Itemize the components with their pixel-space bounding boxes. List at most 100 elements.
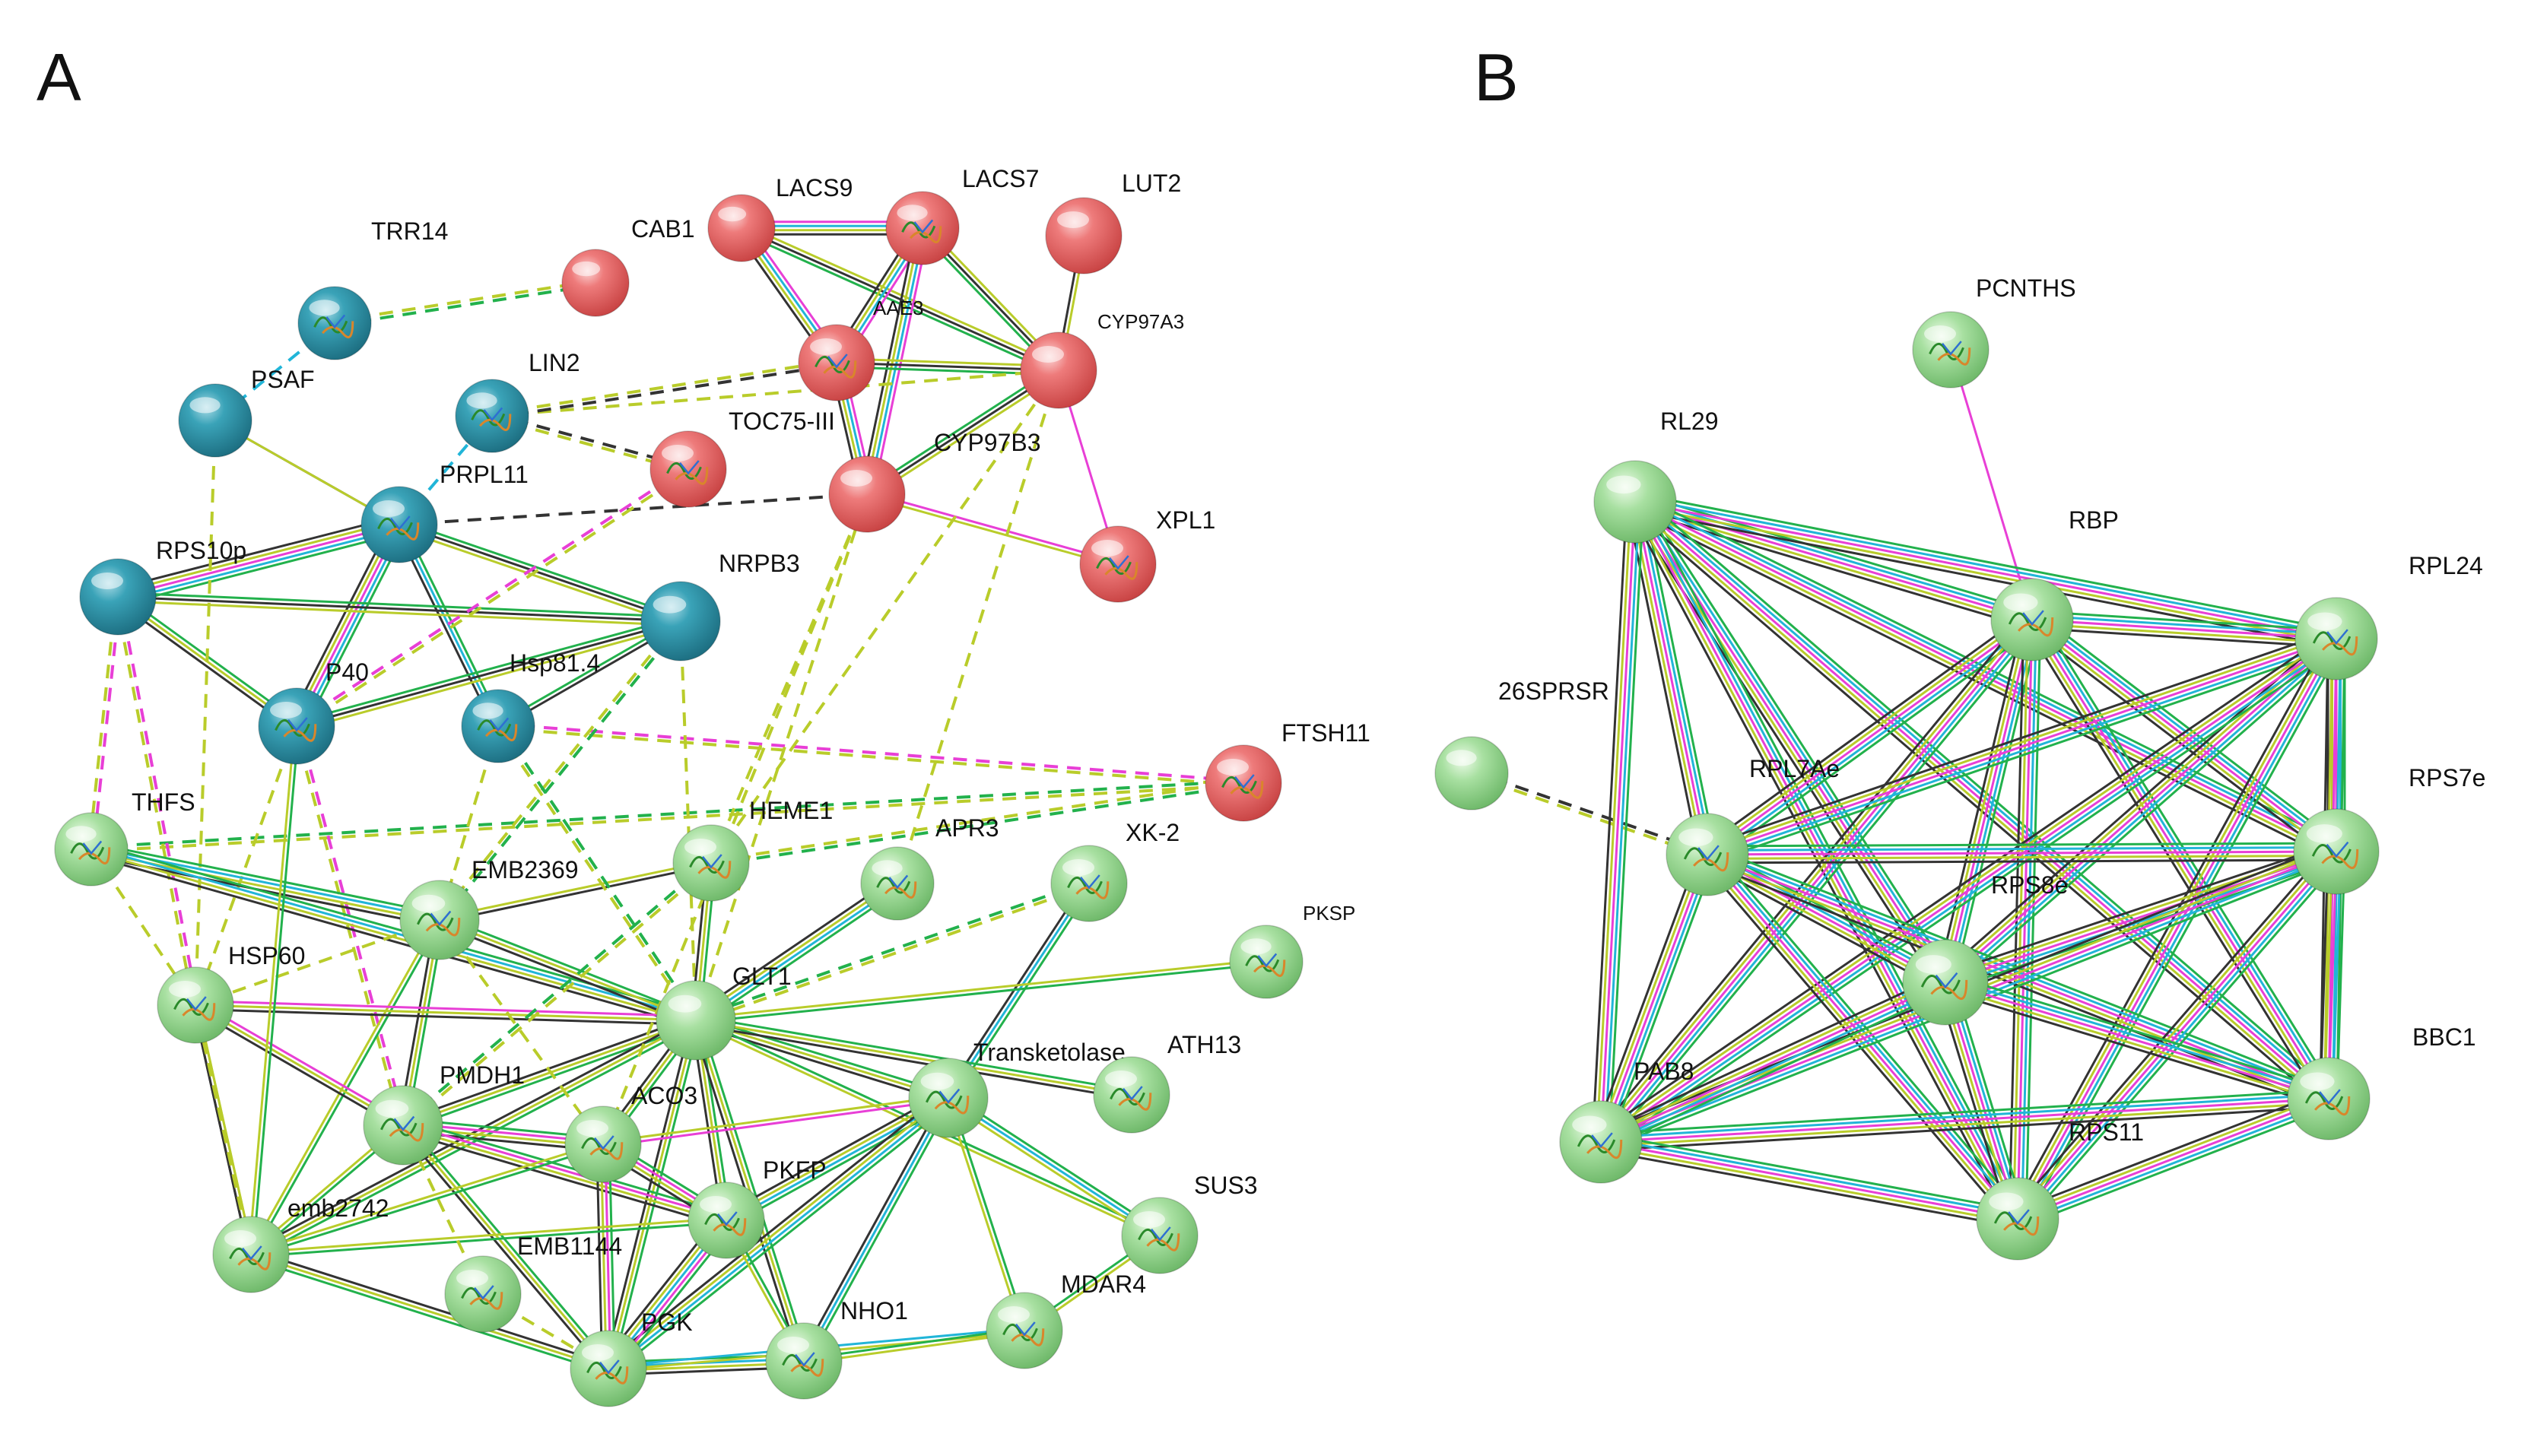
edge-strand <box>1595 630 2333 1137</box>
node-Hsp814[interactable]: Hsp81.4 <box>461 649 600 763</box>
node-FTSH11[interactable]: FTSH11 <box>1205 719 1370 822</box>
edge-strand <box>192 1004 250 1257</box>
structure-strand <box>1942 341 1962 356</box>
protein-structure-icon <box>1245 953 1286 977</box>
node-LIN2[interactable]: LIN2 <box>455 349 580 453</box>
edge-strand <box>2031 618 2338 853</box>
node-label: Transketolase <box>973 1039 1126 1066</box>
node-TOC75[interactable]: TOC75-III <box>649 408 835 508</box>
node-EMB2369[interactable]: EMB2369 <box>399 856 579 960</box>
node-BBC1[interactable]: BBC1 <box>2287 1023 2476 1140</box>
node-AAE3[interactable]: AAE3 <box>798 297 924 401</box>
node-Transketolase[interactable]: Transketolase <box>908 1039 1126 1138</box>
node-PSAF[interactable]: PSAF <box>178 366 315 458</box>
node-PGK[interactable]: PGK <box>570 1308 693 1407</box>
edge-P40-emb2742 <box>247 725 300 1256</box>
node-ACO3[interactable]: ACO3 <box>564 1082 697 1183</box>
node-CYP97B3[interactable]: CYP97B3 <box>828 429 1041 533</box>
node-label: PGK <box>641 1308 693 1336</box>
node-XPL1[interactable]: XPL1 <box>1079 506 1215 603</box>
node-HEME1[interactable]: HEME1 <box>672 797 833 902</box>
structure-strand <box>2312 631 2352 650</box>
node-TRR14[interactable]: TRR14 <box>297 217 448 360</box>
edge-RPL7Ae-PAB8 <box>1592 850 1716 1147</box>
edge-strand <box>2031 622 2338 644</box>
edge-RBP-RPL24 <box>2030 610 2339 649</box>
node-SUS3[interactable]: SUS3 <box>1121 1172 1258 1274</box>
node-highlight <box>897 205 928 221</box>
edge-strand <box>1593 613 2028 1138</box>
node-RPS11[interactable]: RPS11 <box>1976 1118 2144 1261</box>
node-ATH13[interactable]: ATH13 <box>1093 1031 1241 1134</box>
structure-strand <box>2022 610 2044 626</box>
structure-strand <box>876 877 911 894</box>
protein-structure-icon <box>2008 610 2054 637</box>
node-RPL7Ae[interactable]: RPL7Ae <box>1666 755 1840 896</box>
protein-structure-icon <box>2311 841 2359 869</box>
node-RPL24[interactable]: RPL24 <box>2294 552 2483 680</box>
node-label: LUT2 <box>1122 170 1181 197</box>
node-APR3[interactable]: APR3 <box>860 814 999 921</box>
node-RPS7e[interactable]: RPS7e <box>2293 764 2485 895</box>
node-EMB1144[interactable]: EMB1144 <box>444 1232 622 1333</box>
node-P40[interactable]: P40 <box>258 658 369 765</box>
node-MDAR4[interactable]: MDAR4 <box>986 1270 1146 1369</box>
node-sphere <box>2287 1057 2371 1140</box>
structure-strand <box>2322 636 2358 656</box>
node-HSP60[interactable]: HSP60 <box>157 942 305 1044</box>
edge-strand <box>806 1099 954 1365</box>
structure-strand <box>599 1359 620 1375</box>
edge-strand <box>88 854 696 1028</box>
edge-THFS-FTSH11 <box>91 779 1244 853</box>
edge-RL29-RPL24 <box>1632 492 2339 649</box>
node-PKFP[interactable]: PKFP <box>688 1156 827 1259</box>
node-RPS8e[interactable]: RPS8e <box>1902 871 2068 1026</box>
node-26SPRSR[interactable]: 26SPRSR <box>1434 677 1609 810</box>
node-CAB1[interactable]: CAB1 <box>561 215 695 317</box>
node-sphere <box>297 286 372 360</box>
edge-NRPB3-GLT1 <box>679 620 697 1021</box>
edge-Transketolase-ACO3 <box>602 1094 950 1148</box>
node-GLT1[interactable]: GLT1 <box>656 963 792 1061</box>
node-PKSP[interactable]: PKSP <box>1229 902 1355 999</box>
protein-structure-icon <box>1577 1132 1623 1159</box>
edge-strand <box>91 783 1244 853</box>
node-RL29[interactable]: RL29 <box>1593 408 1719 544</box>
node-CYP97A3[interactable]: CYP97A3 <box>1020 310 1184 409</box>
node-THFS[interactable]: THFS <box>54 788 195 887</box>
edge-PKFP-G1 <box>249 1217 728 1258</box>
node-LUT2[interactable]: LUT2 <box>1045 170 1181 274</box>
node-NRPB3[interactable]: NRPB3 <box>640 550 800 661</box>
edge-strand <box>1634 500 2019 1220</box>
node-RPS10p[interactable]: RPS10p <box>79 537 246 636</box>
protein-structure-icon <box>704 1211 747 1236</box>
edge-strand <box>2013 847 2335 1217</box>
node-PCNTHS[interactable]: PCNTHS <box>1912 274 2076 389</box>
node-highlight <box>777 1337 809 1353</box>
protein-structure-icon <box>173 996 216 1021</box>
node-sphere <box>1902 939 1989 1026</box>
protein-structure-icon <box>1929 341 1971 366</box>
node-label: PRPL11 <box>440 461 529 488</box>
edge-strand <box>1599 637 2338 1144</box>
edge-strand <box>396 527 681 626</box>
node-PRPL11[interactable]: PRPL11 <box>360 461 529 563</box>
protein-structure-icon <box>275 717 317 742</box>
node-RBP[interactable]: RBP <box>1990 506 2119 661</box>
node-sphere <box>640 581 721 661</box>
node-LACS9[interactable]: LACS9 <box>707 174 853 262</box>
node-highlight <box>91 573 123 589</box>
structure-strand <box>926 1090 963 1109</box>
protein-structure-icon <box>1110 1086 1152 1111</box>
node-PAB8[interactable]: PAB8 <box>1559 1058 1694 1184</box>
structure-strand <box>1234 774 1255 789</box>
structure-strand <box>479 414 512 431</box>
node-emb2742[interactable]: emb2742 <box>212 1194 389 1293</box>
edge-strand <box>1596 615 2031 1140</box>
node-PMDH1[interactable]: PMDH1 <box>363 1061 525 1166</box>
node-label: XPL1 <box>1156 506 1215 534</box>
node-LACS7[interactable]: LACS7 <box>885 165 1039 265</box>
node-XK2[interactable]: XK-2 <box>1050 819 1180 922</box>
edge-strand <box>1634 500 2338 640</box>
node-NHO1[interactable]: NHO1 <box>765 1297 908 1400</box>
